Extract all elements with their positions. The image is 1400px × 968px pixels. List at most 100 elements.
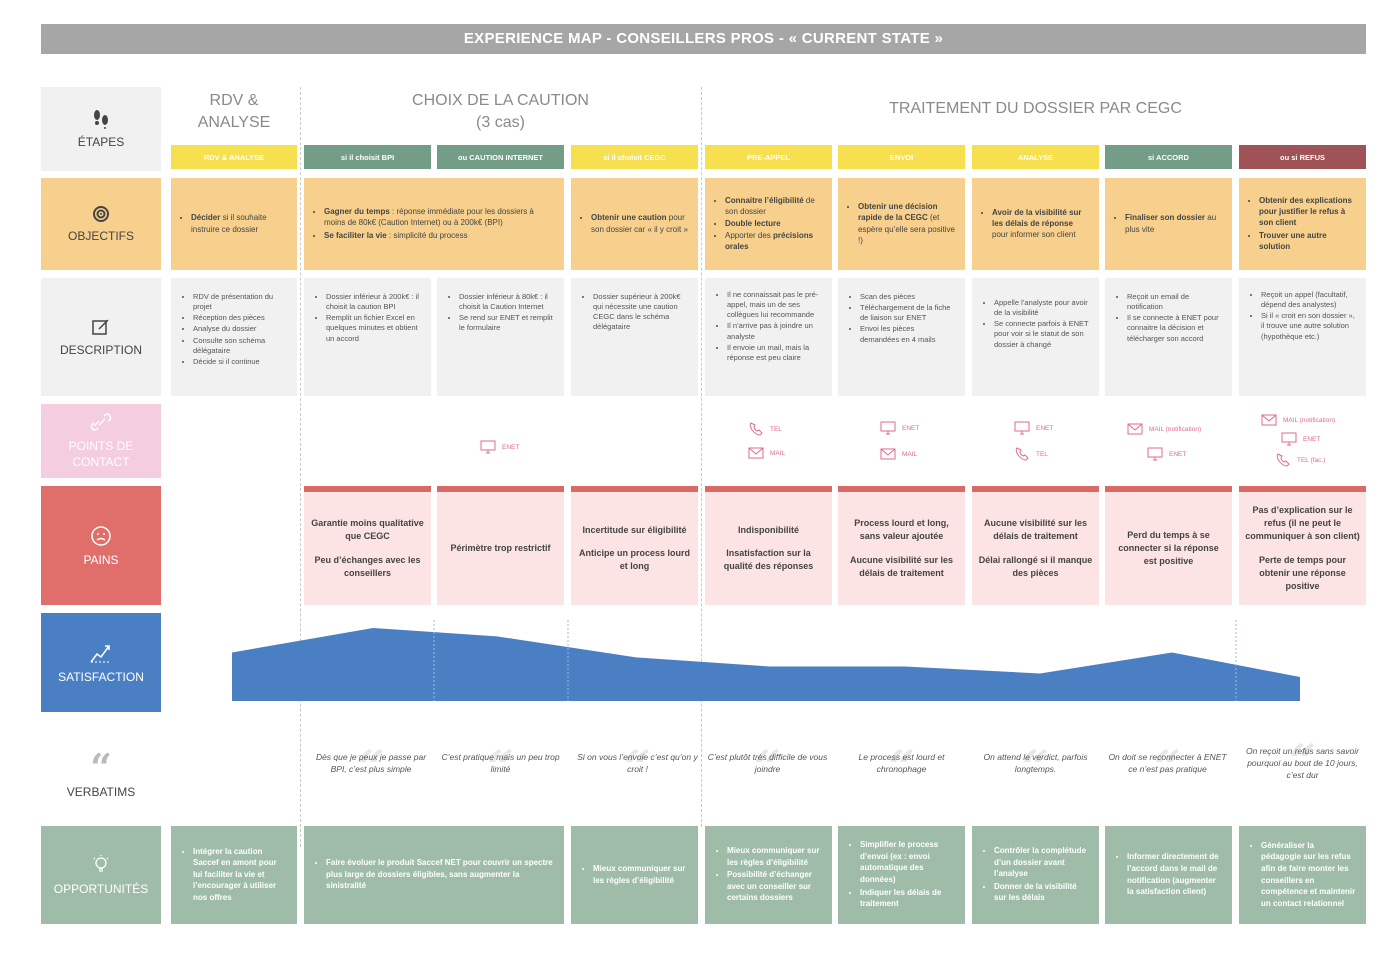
phone-icon: [749, 422, 763, 436]
objective-card: Obtenir une décision rapide de la CEGC (…: [838, 178, 965, 270]
list-item: Si il « croit en son dossier », il trouv…: [1261, 311, 1356, 341]
objective-list: Avoir de la visibilité sur les délais de…: [980, 207, 1091, 242]
verbatim-text: On reçoit un refus sans savoir pourquoi …: [1246, 746, 1359, 780]
row-label-points-contact: POINTS DE CONTACT: [41, 404, 161, 478]
objective-list: Obtenir une décision rapide de la CEGC (…: [846, 201, 957, 247]
pain-text: Perte de temps pour obtenir une réponse …: [1258, 554, 1347, 591]
quote-mark-icon: “: [624, 740, 651, 794]
row-label-etapes: ÉTAPES: [41, 87, 161, 171]
objective-text: de son dossier: [725, 195, 815, 216]
row-label-satisfaction: SATISFACTION: [41, 613, 161, 712]
objective-item: Obtenir des explications pour justifier …: [1259, 195, 1358, 229]
touchpoint-label: TEL (fac.): [1297, 456, 1326, 464]
verbatim: “C’est pratique mais un peu trop limité: [440, 744, 561, 802]
row-label-text: SATISFACTION: [58, 669, 144, 684]
step-tab: ANALYSE: [972, 145, 1099, 169]
monitor-icon: [480, 440, 496, 454]
list-item: Possibilité d’échanger avec un conseille…: [727, 869, 822, 904]
objective-text: pour informer son client: [992, 230, 1076, 240]
objective-text: Apporter des: [725, 231, 774, 241]
opportunity-list: Faire évoluer le produit Saccef NET pour…: [314, 857, 554, 893]
stage-separator: [701, 87, 702, 827]
objective-bold: Double lecture: [725, 218, 781, 228]
touchpoint-label: ENET: [502, 443, 520, 451]
phone-icon: [1276, 453, 1290, 467]
pain-text: Périmètre trop restrictif: [450, 542, 551, 553]
objective-card: Obtenir une caution pour son dossier car…: [571, 178, 698, 270]
edit-icon: [92, 319, 109, 335]
list-item: Contrôler la complétude d’un dossier ava…: [994, 845, 1089, 880]
opportunity-list: Informer directement de l’accord dans le…: [1115, 851, 1222, 898]
row-label-text: ÉTAPES: [77, 135, 125, 149]
description-list: RDV de présentation du projetRéception d…: [181, 292, 287, 367]
verbatim: “Si on vous l’envoie c’est qu’on y croit…: [577, 744, 698, 802]
verbatim: “On reçoit un refus sans savoir pourquoi…: [1239, 738, 1366, 796]
opportunity-list: Mieux communiquer sur les règles d’éligi…: [581, 863, 688, 887]
row-label-text: VERBATIMS: [66, 785, 136, 800]
list-item: Mieux communiquer sur les règles d’éligi…: [593, 863, 688, 886]
opportunity-card: Informer directement de l’accord dans le…: [1105, 826, 1232, 924]
row-label-text: PAINS: [83, 552, 119, 567]
verbatim-text: C’est plutôt très difficile de vous join…: [707, 752, 828, 774]
objective-list: Décider si il souhaite instruire ce doss…: [179, 212, 289, 235]
pain-text: Aucune visibilité sur les délais de trai…: [983, 518, 1088, 542]
objective-text: : simplicité du process: [386, 230, 468, 240]
objective-bold: Avoir de la visibilité sur les délais de…: [992, 207, 1082, 228]
touchpoint-tel: TEL: [1014, 446, 1048, 462]
list-item: Il se connecte à ENET pour connaitre la …: [1127, 313, 1222, 343]
touchpoint-label: MAIL (notification): [1283, 416, 1336, 424]
touchpoint-label: MAIL: [902, 450, 918, 458]
mail-icon: [1127, 423, 1143, 435]
stage-header-rdv: RDV & ANALYSE: [171, 90, 297, 135]
monitor-icon: [1281, 432, 1297, 446]
objective-item: Gagner du temps : réponse immédiate pour…: [324, 206, 556, 228]
verbatim-text: Le process est lourd et chronophage: [858, 752, 945, 774]
touchpoint-mail: MAIL: [748, 447, 785, 459]
objective-item: Trouver une autre solution: [1259, 230, 1358, 252]
objective-list: Gagner du temps : réponse immédiate pour…: [312, 206, 556, 242]
touchpoint-label: ENET: [1036, 424, 1054, 432]
touchpoint-label: TEL: [1036, 450, 1048, 458]
list-item: Analyse du dossier: [193, 324, 287, 334]
list-item: Il envoie un mail, mais la réponse est p…: [727, 343, 822, 363]
description-list: Scan des piècesTéléchargement de la fich…: [848, 292, 955, 345]
phone-icon: [1015, 447, 1029, 461]
opportunity-card: Contrôler la complétude d’un dossier ava…: [972, 826, 1099, 924]
step-tab: si ACCORD: [1105, 145, 1232, 169]
touchpoint-mail: MAIL: [880, 448, 917, 460]
list-item: Simplifier le process d’envoi (ex : envo…: [860, 839, 955, 885]
objective-text: si il souhaite instruire ce dossier: [191, 213, 267, 234]
target-icon: [93, 206, 109, 222]
row-label-verbatims: “ VERBATIMS: [41, 740, 161, 810]
mail-icon: [880, 448, 896, 460]
touchpoint-mail: MAIL (notification): [1261, 414, 1335, 426]
pain-card: Process lourd et long, sans valeur ajout…: [838, 486, 965, 605]
list-item: Téléchargement de la fiche de liaison su…: [860, 303, 955, 323]
objective-item: Obtenir une décision rapide de la CEGC (…: [858, 201, 957, 246]
objective-list: Obtenir des explications pour justifier …: [1247, 195, 1358, 253]
list-item: Généraliser la pédagogie sur les refus a…: [1261, 840, 1356, 910]
list-item: Se connecte parfois à ENET pour voir si …: [994, 319, 1089, 349]
quote-icon: “: [90, 744, 112, 790]
objective-item: Apporter des précisions orales: [725, 230, 824, 252]
description-card: Reçoit un email de notificationIl se con…: [1105, 278, 1232, 396]
list-item: Dossier supérieur à 200k€ qui nécessite …: [593, 292, 688, 333]
quote-mark-icon: “: [1022, 740, 1049, 794]
verbatim: “Le process est lourd et chronophage: [841, 744, 962, 802]
pain-text: Aucune visibilité sur les délais de trai…: [849, 554, 954, 578]
list-item: Dossier inférieur à 200k€ : il choisit l…: [326, 292, 421, 312]
mail-icon: [1261, 414, 1277, 426]
description-list: Reçoit un appel (facultatif, dépend des …: [1249, 290, 1356, 342]
pain-text: Process lourd et long, sans valeur ajout…: [854, 518, 949, 542]
description-card: Dossier inférieur à 200k€ : il choisit l…: [304, 278, 431, 396]
row-label-description: DESCRIPTION: [41, 278, 161, 396]
monitor-icon: [1014, 421, 1030, 435]
description-card: Dossier inférieur à 80k€ : il choisit la…: [437, 278, 564, 396]
list-item: Remplit un fichier Excel en quelques min…: [326, 313, 421, 343]
trend-chart-icon: [90, 644, 111, 662]
row-label-text: DESCRIPTION: [59, 343, 142, 357]
monitor-icon: [880, 421, 896, 435]
objective-text: au plus vite: [1125, 213, 1217, 234]
verbatim: “On attend le verdict, parfois longtemps…: [975, 744, 1096, 802]
